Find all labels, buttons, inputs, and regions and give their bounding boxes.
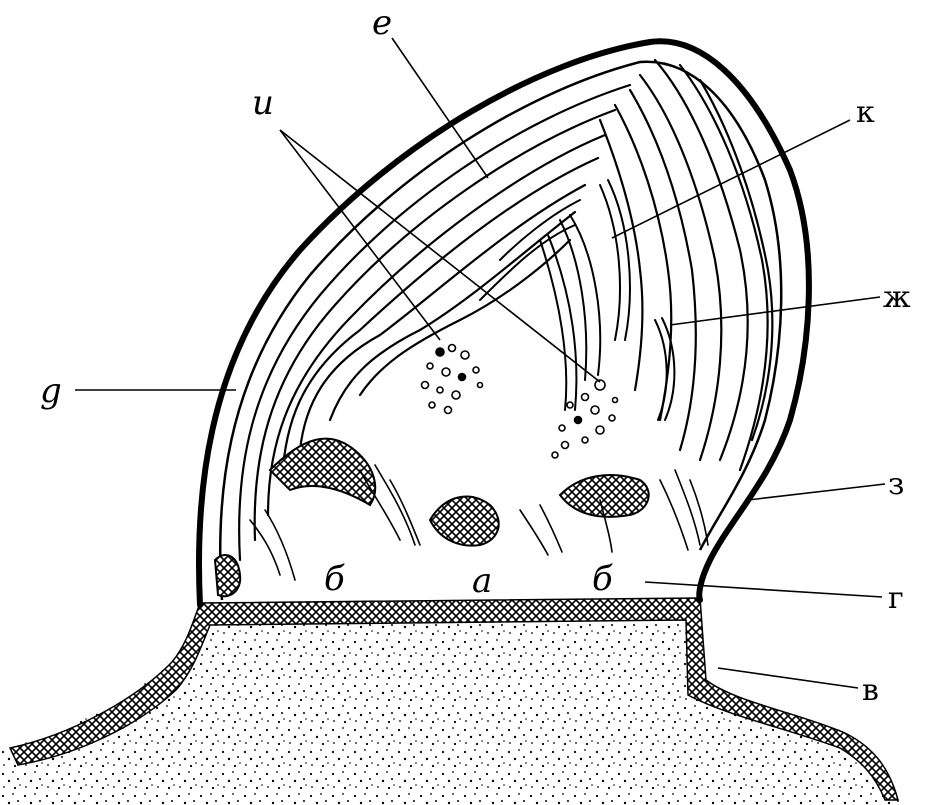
inner-capsule bbox=[220, 62, 781, 600]
spindle-fibres bbox=[480, 180, 674, 420]
label-v: в bbox=[862, 673, 879, 708]
label-e: е bbox=[372, 3, 392, 43]
granule-cluster-right bbox=[552, 380, 618, 458]
granule-cluster-left bbox=[422, 345, 483, 414]
label-b-right: б bbox=[592, 559, 613, 599]
label-b-left: б bbox=[324, 559, 345, 599]
label-d: g bbox=[40, 371, 62, 411]
label-i: и bbox=[252, 83, 274, 123]
label-g: г bbox=[888, 581, 904, 616]
label-z: з bbox=[888, 467, 904, 502]
label-zh: ж bbox=[883, 280, 911, 315]
label-a: а bbox=[472, 561, 492, 601]
label-k: к bbox=[856, 95, 875, 130]
